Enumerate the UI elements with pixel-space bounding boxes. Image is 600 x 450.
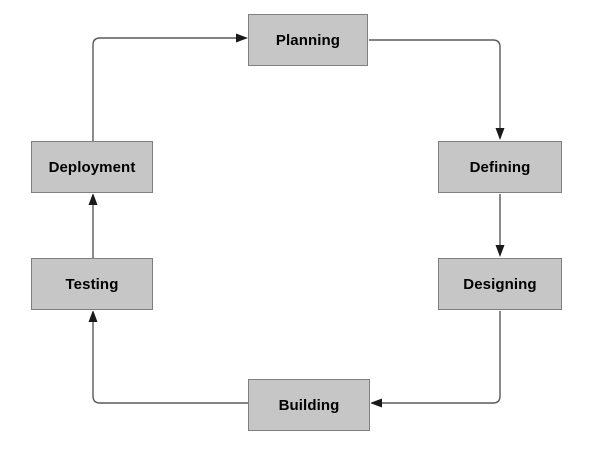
edge-building-testing [88,310,248,404]
edge-testing-deployment [88,193,98,258]
node-designing[interactable]: Designing [438,258,562,310]
node-deployment[interactable]: Deployment [31,141,153,193]
node-building[interactable]: Building [248,379,370,431]
edge-defining-designing [495,193,505,257]
node-label-testing: Testing [65,275,119,293]
node-label-building: Building [278,396,340,414]
node-defining[interactable]: Defining [438,141,562,193]
edge-designing-building [370,310,501,408]
node-label-defining: Defining [469,158,531,176]
node-testing[interactable]: Testing [31,258,153,310]
node-label-planning: Planning [275,31,341,49]
edge-deployment-planning [92,33,248,141]
node-label-deployment: Deployment [48,158,136,176]
edge-planning-defining [368,39,505,140]
node-planning[interactable]: Planning [248,14,368,66]
node-label-designing: Designing [463,275,537,293]
